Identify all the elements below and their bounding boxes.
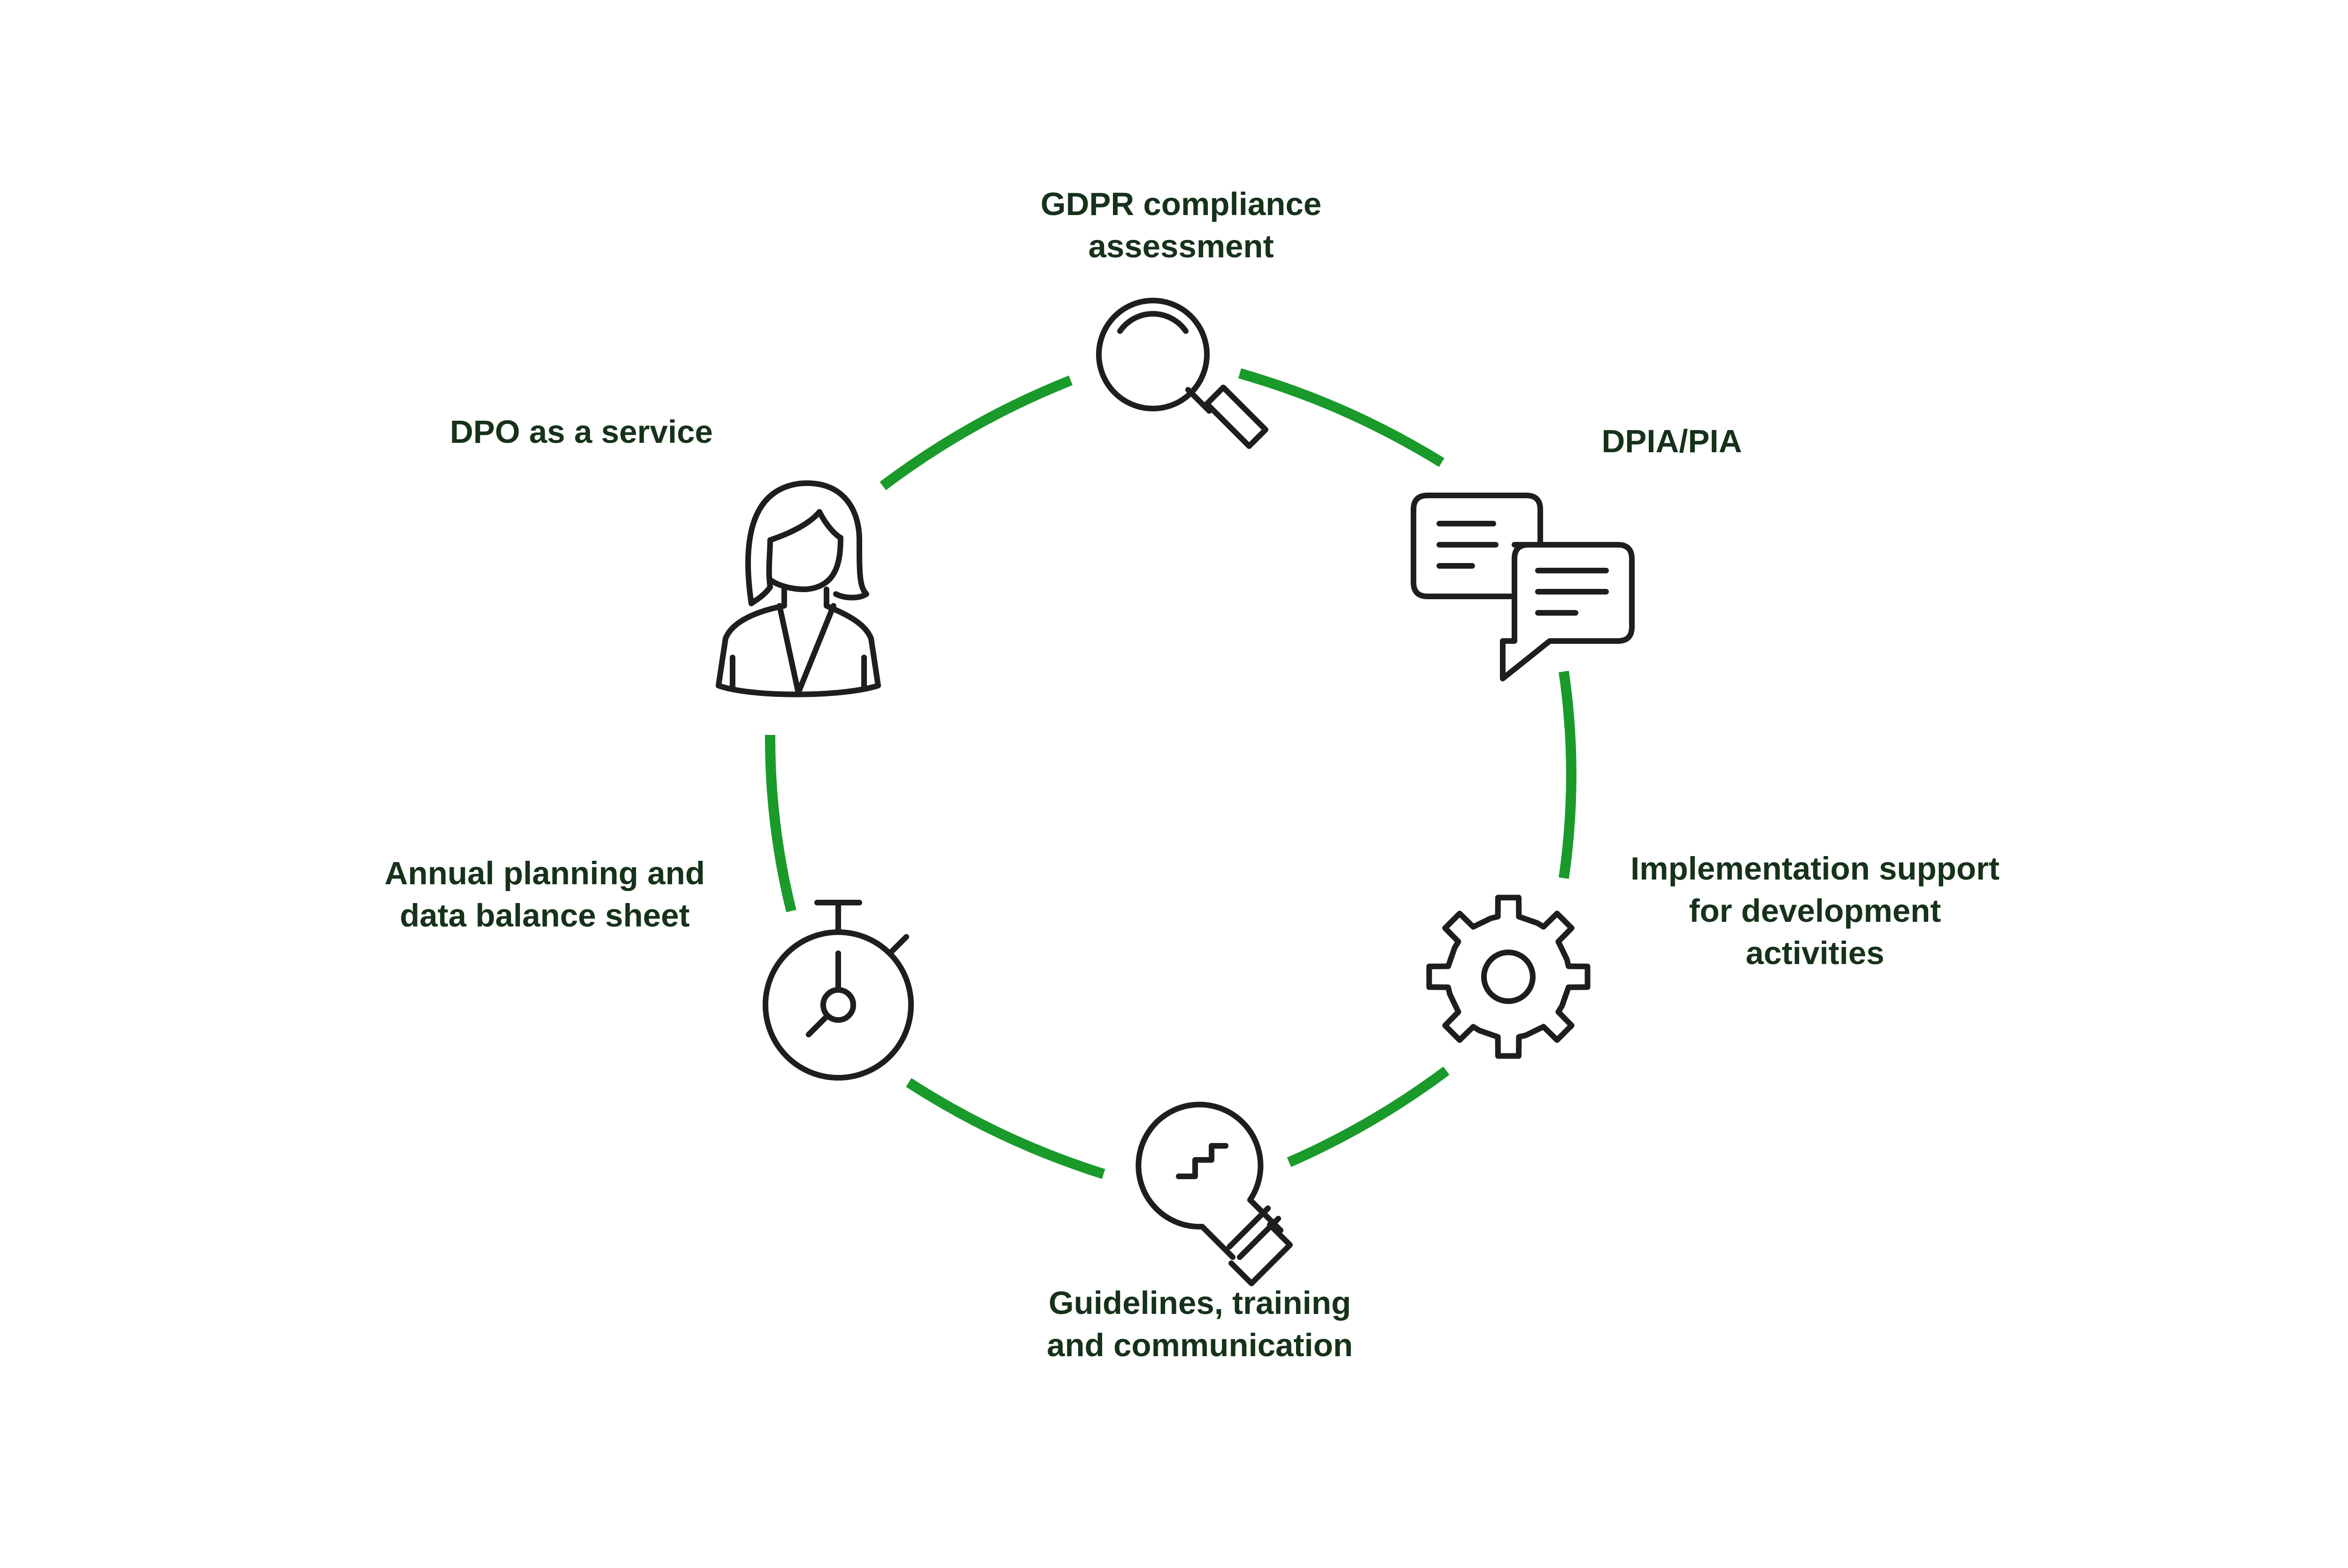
person-icon xyxy=(716,480,881,697)
step-label-guidelines-line-1: Guidelines, training xyxy=(1048,1285,1352,1321)
step-label-gdpr: GDPR compliance assessment xyxy=(1041,183,1321,268)
ring-arc-gdpr-dpia xyxy=(1238,368,1444,467)
step-label-implementation-line-2: for development xyxy=(1689,893,1941,929)
ring-arc-implementation-guidelines xyxy=(1287,1066,1450,1167)
step-label-guidelines: Guidelines, training and communication xyxy=(1047,1282,1353,1367)
step-label-implementation: Implementation support for development a… xyxy=(1630,848,2000,974)
magnifier-icon xyxy=(1096,298,1268,449)
step-label-dpia: DPIA/PIA xyxy=(1601,420,1742,463)
ring-arc-guidelines-annual xyxy=(906,1078,1105,1179)
step-label-gdpr-line-1: GDPR compliance xyxy=(1040,186,1322,222)
cycle-ring xyxy=(765,368,1576,1179)
step-label-guidelines-line-2: and communication xyxy=(1047,1327,1353,1363)
step-label-implementation-line-3: activities xyxy=(1746,935,1885,971)
ring-arc-dpia-implementation xyxy=(1559,671,1576,879)
step-label-dpo-line-1: DPO as a service xyxy=(449,414,713,450)
speech-bubbles-icon xyxy=(1411,493,1635,681)
lightbulb-icon xyxy=(1135,1102,1293,1286)
ring-arc-dpo-gdpr xyxy=(880,375,1073,490)
step-label-gdpr-line-2: assessment xyxy=(1088,228,1274,264)
step-label-annual-line-2: data balance sheet xyxy=(400,897,690,934)
step-label-annual-line-1: Annual planning and xyxy=(384,855,705,891)
step-label-implementation-line-1: Implementation support xyxy=(1630,850,2000,887)
step-label-dpia-line-1: DPIA/PIA xyxy=(1601,423,1742,459)
step-label-dpo: DPO as a service xyxy=(450,411,713,453)
step-label-annual: Annual planning and data balance sheet xyxy=(385,852,705,937)
gear-icon xyxy=(1426,895,1591,1059)
stopwatch-icon xyxy=(763,900,914,1081)
ring-arc-annual-dpo xyxy=(765,734,796,912)
